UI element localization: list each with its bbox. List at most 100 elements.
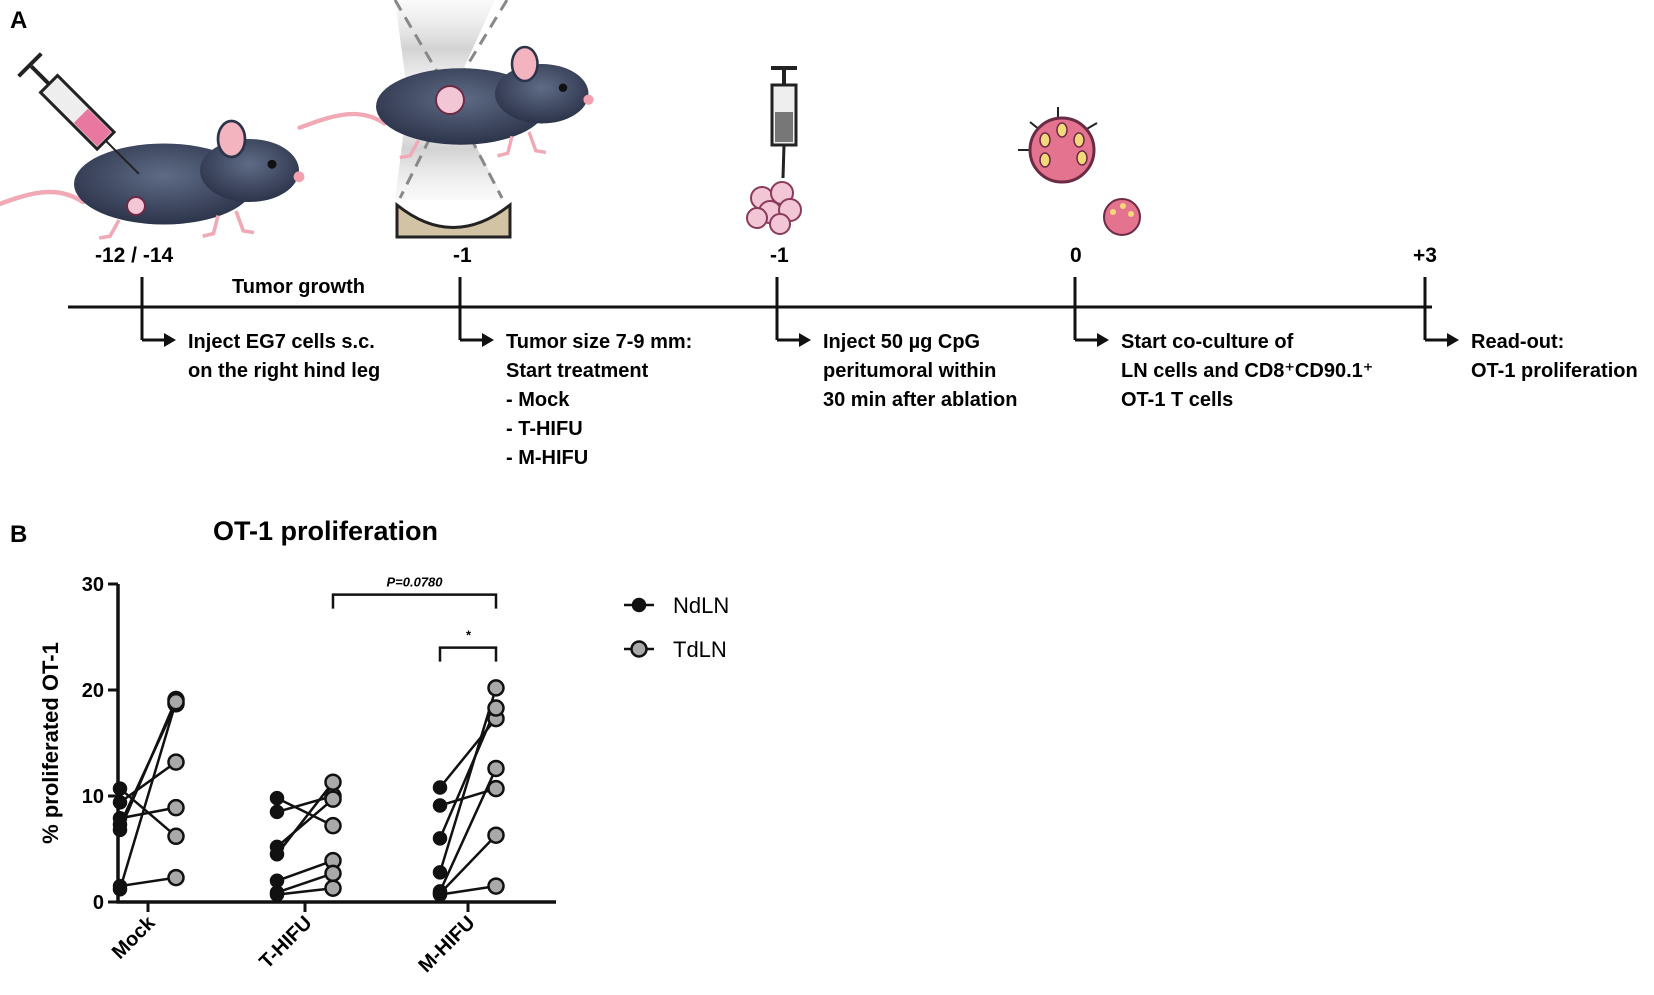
point-tdln: [487, 779, 505, 798]
point-ndln: [432, 780, 448, 795]
event-description-line: on the right hind leg: [188, 360, 380, 382]
point-tdln: [487, 679, 505, 697]
x-tick-label: M-HIFU: [414, 912, 479, 977]
point-ndln: [112, 822, 128, 838]
event-description-line: Inject EG7 cells s.c.: [188, 331, 375, 353]
scatter-chart: OT-1 proliferation 0 10 20 30 % proliferated …: [38, 516, 729, 977]
arrowhead: [1447, 333, 1459, 347]
event-description-line: 30 min after ablation: [823, 389, 1018, 411]
point-ndln: [432, 865, 448, 880]
pair-line: [439, 884, 497, 896]
point-ndln: [432, 798, 448, 813]
pair-line: [439, 834, 497, 895]
point-tdln: [324, 864, 342, 883]
phase-label: Tumor growth: [232, 276, 365, 298]
syringe-tumor-icon: [746, 66, 802, 235]
significance-bracket: [438, 646, 498, 662]
point-ndln: [112, 795, 128, 810]
pair-line: [438, 767, 498, 892]
pair-line: [276, 781, 334, 856]
event-description-line: - M-HIFU: [506, 447, 588, 469]
y-tick-label: 30: [82, 574, 104, 596]
event-day-label: -12 / -14: [95, 244, 174, 267]
point-ndln: [432, 831, 448, 846]
point-ndln: [112, 781, 128, 796]
pair-line: [119, 806, 177, 820]
event-description-line: peritumoral within: [823, 360, 996, 382]
arrowhead: [164, 333, 176, 347]
significance-label: P=0.0780: [386, 575, 443, 590]
point-tdln: [167, 753, 185, 771]
pair-line: [438, 687, 498, 873]
point-tdln: [487, 877, 505, 895]
significance-label: *: [465, 628, 471, 643]
point-tdln: [487, 759, 505, 778]
pair-line: [276, 798, 334, 848]
point-tdln: [324, 790, 342, 808]
legend-label: NdLN: [673, 593, 729, 618]
pair-line: [276, 859, 334, 882]
panel-label-b: B: [10, 521, 27, 548]
significance-bracket: [331, 593, 498, 609]
legend-label: TdLN: [673, 637, 727, 662]
point-tdln: [167, 692, 185, 711]
event-description-line: Tumor size 7-9 mm:: [506, 331, 692, 353]
point-tdln: [167, 827, 185, 846]
point-tdln: [487, 699, 505, 717]
point-ndln: [112, 882, 128, 897]
arrowhead: [799, 333, 811, 347]
x-tick-label: Mock: [108, 911, 160, 963]
event-day-label: -1: [770, 244, 789, 267]
event-description-line: Start co-culture of: [1121, 331, 1294, 353]
chart-title: OT-1 proliferation: [213, 516, 438, 546]
event-day-label: +3: [1413, 244, 1437, 267]
event-description-line: OT-1 proliferation: [1471, 360, 1638, 382]
y-tick-label: 10: [82, 786, 104, 808]
legend-item-ndln: NdLN: [624, 593, 729, 618]
point-ndln: [269, 790, 285, 806]
y-tick-label: 20: [82, 680, 104, 702]
point-ndln: [269, 804, 285, 820]
point-tdln: [167, 868, 185, 887]
event-description-line: Inject 50 µg CpG: [823, 331, 980, 353]
pair-line: [438, 707, 498, 839]
point-ndln: [269, 847, 285, 862]
event-day-label: -1: [453, 244, 472, 267]
lymph-node-icon: [1018, 107, 1141, 236]
pair-line: [276, 794, 334, 814]
event-description-line: Read-out:: [1471, 331, 1564, 353]
point-tdln: [324, 816, 342, 835]
point-tdln: [324, 879, 342, 897]
event-day-label: 0: [1070, 244, 1082, 267]
legend-marker: [630, 640, 648, 658]
pair-line: [276, 796, 334, 827]
pair-line: [119, 876, 177, 888]
mouse-hifu-icon: [300, 0, 594, 239]
point-tdln: [487, 826, 505, 844]
pair-line: [118, 699, 178, 831]
arrowhead: [482, 333, 494, 347]
pair-line: [276, 886, 334, 896]
event-description-line: OT-1 T cells: [1121, 389, 1233, 411]
pair-line: [439, 787, 497, 807]
y-tick-label: 0: [93, 892, 104, 914]
pair-line: [276, 872, 334, 894]
point-tdln: [167, 798, 185, 817]
mouse-injection-icon: [0, 52, 304, 238]
event-description-line: Start treatment: [506, 360, 649, 382]
point-ndln: [432, 887, 448, 902]
legend-item-tdln: TdLN: [624, 637, 727, 662]
pair-line: [118, 701, 178, 890]
legend-marker: [631, 597, 647, 613]
panel-label-a: A: [10, 7, 27, 34]
arrowhead: [1097, 333, 1109, 347]
y-axis-label: % proliferated OT-1: [38, 642, 63, 844]
point-ndln: [269, 887, 285, 902]
